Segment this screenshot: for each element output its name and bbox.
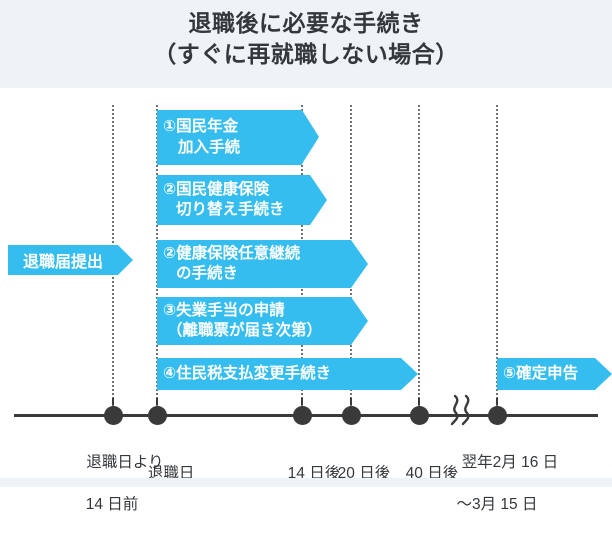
task-arrow-2-label: ②国民健康保険 切り替え手続き: [163, 180, 285, 218]
axis-label-6: 翌年2月 16 日 ～3月 15 日: [456, 453, 559, 513]
timeline-dot-1: [104, 406, 123, 425]
timeline-dot-5: [410, 406, 429, 425]
tickmark-2: [156, 398, 158, 405]
timeline-dot-4: [342, 406, 361, 425]
task-arrow-5-label: ④住民税支払変更手続き: [163, 364, 332, 382]
gridline-tick-6: [496, 105, 498, 415]
footer-band: [0, 478, 612, 487]
timeline-dot-6: [488, 406, 507, 425]
task-arrow-6-label: ⑤確定申告: [503, 364, 579, 382]
timeline-chart: 退職届提出 ①国民年金 加入手続 ②国民健康保険 切り替え手続き ②健康保険任意…: [0, 88, 612, 513]
tickmark-5: [418, 398, 420, 405]
task-arrow-1: ①国民年金 加入手続: [157, 110, 319, 165]
tickmark-3: [301, 398, 303, 405]
task-arrow-6: ⑤確定申告: [497, 358, 612, 390]
tickmark-1: [112, 398, 114, 405]
axis-label-4: 20 日後: [337, 464, 391, 482]
task-arrow-2: ②国民健康保険 切り替え手続き: [157, 175, 327, 225]
start-tag-label: 退職届提出: [22, 254, 103, 271]
gridline-tick-5: [418, 105, 420, 415]
axis-break-icon: [445, 393, 481, 427]
task-arrow-3-label: ②健康保険任意継続 の手続き: [163, 244, 301, 282]
axis-label-3: 14 日後: [287, 464, 341, 482]
page-title-line1: 退職後に必要な手続き: [188, 10, 424, 36]
start-tag-resignation-notice: 退職届提出: [8, 245, 133, 275]
tickmark-6: [496, 398, 498, 405]
task-arrow-3: ②健康保険任意継続 の手続き: [157, 240, 368, 288]
timeline-dot-2: [148, 406, 167, 425]
page-title-line2: （すぐに再就職しない場合）: [153, 40, 459, 67]
axis-label-5: 40 日後: [405, 464, 459, 482]
axis-label-2: 退職日: [147, 464, 195, 482]
task-arrow-5: ④住民税支払変更手続き: [157, 358, 418, 390]
task-arrow-1-label: ①国民年金 加入手続: [163, 118, 241, 156]
task-arrow-4: ③失業手当の申請 （離職票が届き次第）: [157, 297, 368, 345]
page-title: 退職後に必要な手続き （すぐに再就職しない場合）: [0, 8, 612, 70]
infographic-root: 退職後に必要な手続き （すぐに再就職しない場合） 退職届提出 ①国民年金 加入手…: [0, 0, 612, 513]
tickmark-4: [350, 398, 352, 405]
timeline-dot-3: [293, 406, 312, 425]
task-arrow-4-label: ③失業手当の申請 （離職票が届き次第）: [163, 301, 323, 339]
header-band: 退職後に必要な手続き （すぐに再就職しない場合）: [0, 0, 612, 88]
